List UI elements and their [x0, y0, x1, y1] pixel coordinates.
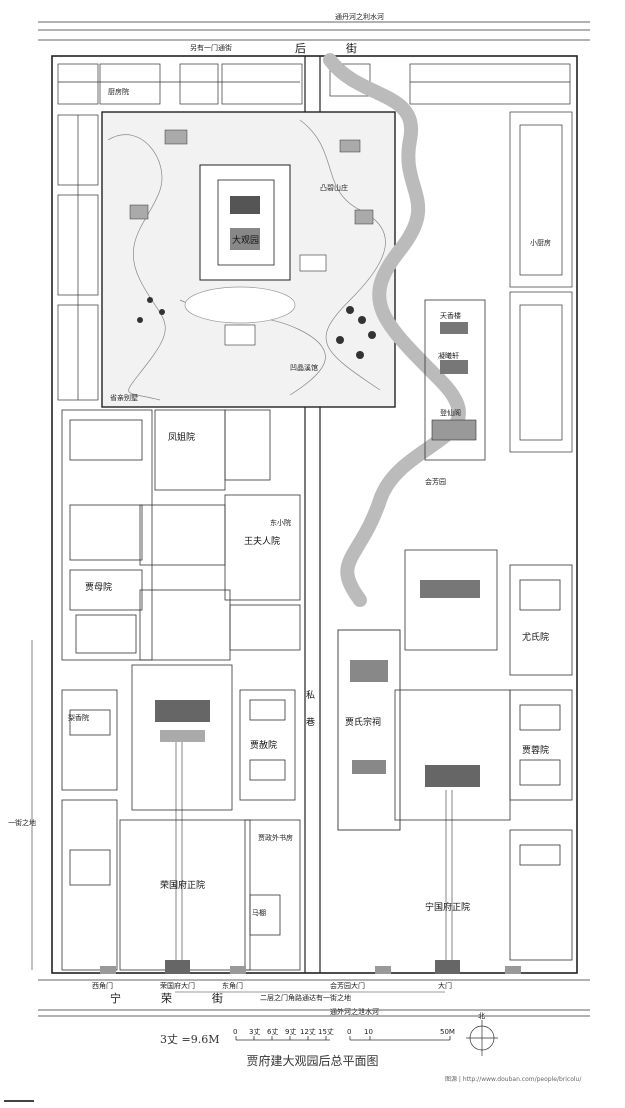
ancestral-hall-label: 贾氏宗祠	[345, 716, 381, 728]
compass-icon: 北	[466, 1012, 498, 1056]
north-room-label: 厨房院	[108, 87, 129, 96]
scale-note: 3丈 =9.6M	[160, 1033, 220, 1046]
scale-tick-1: 3丈	[249, 1027, 260, 1036]
scale-bar: 0 3丈 6丈 9丈 12丈 15丈 0 10 50M	[233, 1027, 455, 1041]
ning-main-axis: 宁国府正院	[394, 549, 511, 960]
ning-southeast-block	[509, 829, 573, 961]
jiarong-court	[509, 689, 573, 801]
east-rooms	[509, 111, 573, 453]
garden-feature-0: 省亲别墅	[110, 393, 138, 402]
back-street-label: 后 街	[295, 41, 363, 55]
tianxiang-label: 天香楼	[440, 311, 461, 320]
ning-main-court-label: 宁国府正院	[425, 901, 470, 913]
scale-m-0: 0	[347, 1028, 351, 1036]
rong-west-lower	[61, 689, 118, 971]
scale-tick-4: 12丈	[300, 1027, 316, 1036]
grand-view-garden: 大观园 省亲别墅 凸碧山庄 凹晶溪馆	[101, 111, 396, 408]
scale-tick-0: 0	[233, 1028, 237, 1036]
rong-main-gate-label: 荣国府大门	[160, 981, 195, 990]
garden-feature-3: 凹晶溪馆	[290, 363, 318, 372]
youshi-court	[509, 564, 573, 676]
scale-tick-2: 6丈	[267, 1027, 278, 1036]
jiashe-court-label: 贾赦院	[250, 739, 277, 751]
huifang-gate-label: 会芳园大门	[330, 981, 365, 990]
credit: 图源 | http://www.douban.com/people/bricol…	[445, 1076, 582, 1083]
huifang-stream	[323, 53, 466, 607]
jiashe-court	[239, 689, 296, 801]
front-street-label: 宁 荣 街	[110, 991, 229, 1005]
east-corner-gate-label: 东角门	[222, 981, 243, 990]
back-gate-lane-label: 另有一门通街	[190, 43, 232, 52]
youshi-court-label: 尤氏院	[522, 631, 549, 643]
north-row-rooms-east	[329, 63, 571, 105]
private-lane-label: 私 巷	[304, 690, 315, 726]
horse-stable-label: 马棚	[252, 908, 266, 917]
top-river-label: 通丹河之利水河	[335, 12, 384, 21]
lixiang-court-label: 梨香院	[68, 713, 89, 722]
rong-main-axis: 荣国府正院	[119, 664, 251, 971]
connector-label: 二层之门角路通达有一街之地	[260, 993, 351, 1002]
ningxi-label: 凝曦轩	[438, 351, 459, 360]
rong-southeast-block	[244, 819, 301, 971]
east-small-court-label: 东小院	[270, 518, 291, 527]
grand-view-garden-label: 大观园	[232, 234, 259, 246]
top-river: 通丹河之利水河	[38, 12, 590, 31]
scale-m-1: 10	[364, 1028, 373, 1036]
bottom-mark	[4, 1100, 34, 1102]
wangfuren-court-label: 王夫人院	[244, 535, 280, 547]
jiamu-court-label: 贾母院	[85, 581, 112, 593]
fengjie-court-label: 凤姐院	[168, 431, 195, 443]
ancestral-hall: 贾氏宗祠	[337, 629, 401, 831]
one-street-land-label: 一街之地	[8, 818, 36, 827]
map-title: 贾府建大观园后总平面图	[246, 1054, 379, 1068]
rong-main-court-label: 荣国府正院	[160, 879, 205, 891]
tianxiang-group: 天香楼 凝曦轩 登仙阁	[424, 299, 486, 461]
scale-tick-5: 15丈	[318, 1027, 334, 1036]
west-corner-gate-label: 西角门	[92, 981, 113, 990]
scale-tick-3: 9丈	[285, 1027, 296, 1036]
dengxian-label: 登仙阁	[440, 408, 461, 417]
bottom-river-label: 通外河之泄水河	[330, 1007, 379, 1016]
rong-west-block	[61, 409, 153, 661]
garden-feature-2: 凸碧山庄	[320, 183, 348, 192]
compound-wall	[51, 55, 578, 974]
huifang-garden-label: 会芳园	[425, 477, 446, 486]
jiazheng-study-label: 贾政外书房	[258, 833, 293, 842]
scale-m-2: 50M	[440, 1028, 455, 1036]
north-row-rooms-west	[57, 63, 303, 105]
ning-main-gate-label: 大门	[438, 981, 452, 990]
west-rooms	[57, 114, 99, 401]
rong-middle-block	[139, 409, 301, 661]
jiarong-court-label: 贾蓉院	[522, 744, 549, 756]
east-room-label: 小厨房	[530, 238, 551, 247]
compass-north-label: 北	[478, 1012, 485, 1020]
front-gates: 荣国府大门 大门 西角门 东角门 会芳园大门	[92, 960, 521, 990]
